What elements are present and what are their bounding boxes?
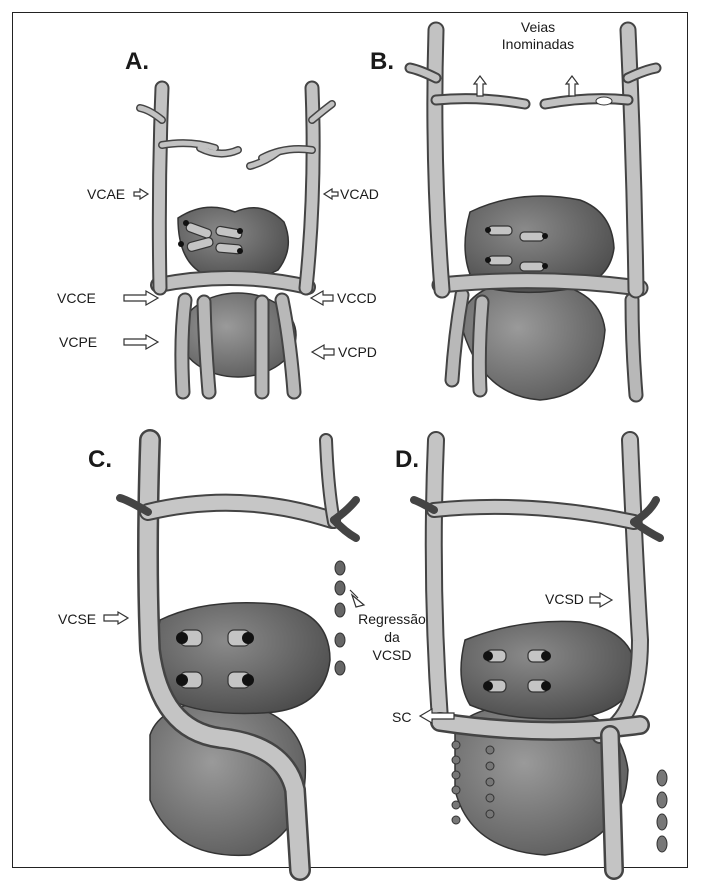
panel-a-letter: A. (125, 50, 149, 74)
label-regressao-line2: da (350, 630, 434, 644)
panel-c-heart (157, 603, 330, 714)
panel-b-drawing (410, 30, 656, 400)
label-vcae: VCAE (87, 187, 125, 201)
panel-a-arrow-vcad (324, 189, 338, 199)
label-sc: SC (392, 710, 411, 724)
label-vcad: VCAD (340, 187, 379, 201)
panel-a-arrow-vcce (124, 291, 158, 305)
panel-c-letter: C. (88, 448, 112, 472)
panel-c-regressing-beads (335, 561, 345, 675)
panel-d-heart (461, 621, 635, 718)
label-veias-inominadas-line1: Veias (493, 20, 583, 34)
panel-d-letter: D. (395, 448, 419, 472)
panel-a-arrow-vcpe (124, 335, 158, 349)
panel-a-arrow-vcae (134, 189, 148, 199)
label-vccd: VCCD (337, 291, 377, 305)
panel-d-drawing (414, 440, 667, 870)
label-vcpd: VCPD (338, 345, 377, 359)
panel-a-arrow-vcpd (312, 345, 334, 359)
panel-a-arrow-vccd (311, 291, 333, 305)
label-vcse: VCSE (58, 612, 96, 626)
panel-b-arrows (474, 76, 578, 96)
label-regressao-line1: Regressão (350, 612, 434, 626)
label-veias-inominadas-line2: Inominadas (493, 37, 583, 51)
label-regressao-line3: VCSD (350, 648, 434, 662)
label-vcsd: VCSD (545, 592, 584, 606)
panel-c-drawing (104, 440, 364, 870)
panel-b-letter: B. (370, 50, 394, 74)
label-vcpe: VCPE (59, 335, 97, 349)
label-vcce: VCCE (57, 291, 96, 305)
panel-a-drawing (124, 88, 338, 392)
